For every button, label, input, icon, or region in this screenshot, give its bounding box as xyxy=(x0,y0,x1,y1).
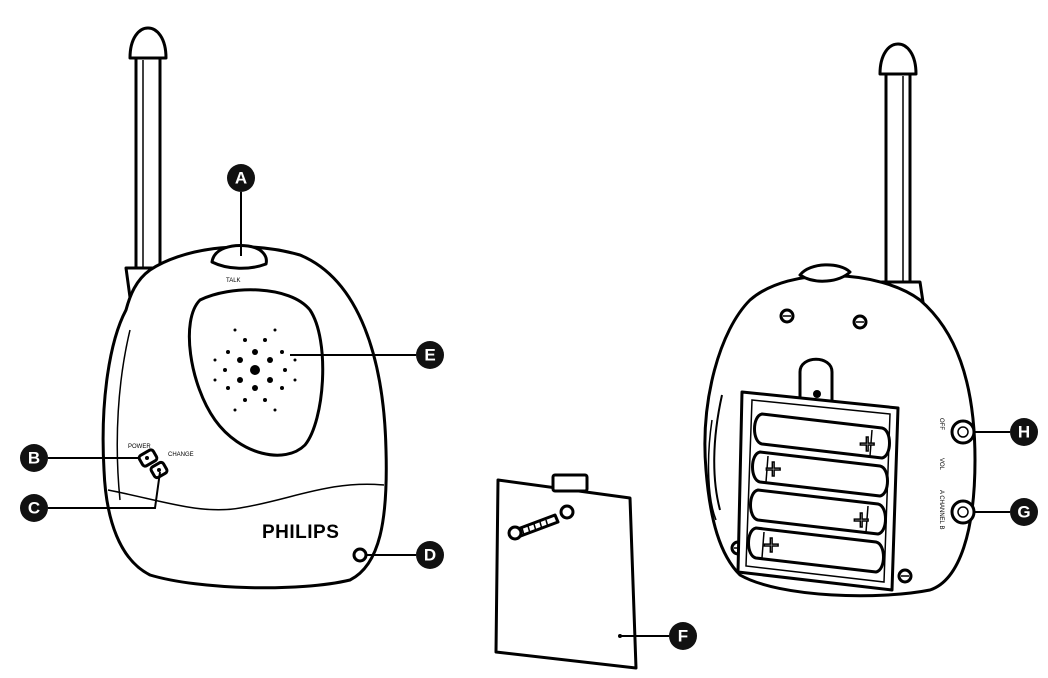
callout-g: G xyxy=(1010,498,1038,526)
back-antenna xyxy=(878,42,928,324)
batteries: + + + + xyxy=(747,412,891,574)
callout-c: C xyxy=(20,494,48,522)
back-unit: + + + + OFF xyxy=(703,42,977,598)
battery-2: + xyxy=(751,450,889,498)
power-label: POWER xyxy=(128,444,151,450)
front-unit: TALK POWER CHANGE P xyxy=(101,26,388,590)
back-top-tab xyxy=(798,263,852,283)
off-label: OFF xyxy=(938,418,944,430)
front-lower-band xyxy=(107,483,385,511)
leader-lines xyxy=(48,192,1010,637)
svg-text:A: A xyxy=(235,169,247,188)
svg-text:F: F xyxy=(678,627,688,646)
battery-hook xyxy=(798,357,834,407)
svg-text:+: + xyxy=(764,457,782,482)
svg-text:+: + xyxy=(858,432,876,457)
change-button[interactable] xyxy=(149,460,169,480)
battery-1: + xyxy=(753,412,891,460)
battery-4: + xyxy=(747,526,885,574)
svg-text:E: E xyxy=(424,346,435,365)
svg-text:B: B xyxy=(28,449,40,468)
svg-text:C: C xyxy=(28,499,40,518)
channel-label: A CHANNEL B xyxy=(938,490,944,529)
power-button[interactable] xyxy=(137,448,159,468)
callout-e: E xyxy=(416,341,444,369)
volume-switch[interactable] xyxy=(950,419,976,445)
talk-label: TALK xyxy=(226,278,241,284)
svg-text:H: H xyxy=(1018,423,1030,442)
vol-label: VOL xyxy=(938,458,944,471)
callout-a: A xyxy=(227,164,255,192)
svg-text:D: D xyxy=(424,546,436,565)
battery-cover xyxy=(494,473,638,670)
callout-b: B xyxy=(20,444,48,472)
callout-f: F xyxy=(669,622,697,650)
channel-switch[interactable] xyxy=(950,499,976,525)
svg-text:+: + xyxy=(762,533,780,558)
back-screws xyxy=(730,308,913,584)
svg-text:+: + xyxy=(852,508,870,533)
screw-icon xyxy=(507,513,560,541)
battery-3: + xyxy=(749,488,887,536)
change-label: CHANGE xyxy=(168,452,194,458)
talk-button[interactable] xyxy=(210,244,268,270)
callout-d: D xyxy=(416,541,444,569)
svg-text:G: G xyxy=(1017,503,1030,522)
screw-hole xyxy=(559,504,575,520)
indicator-light xyxy=(352,547,368,563)
speaker-grille xyxy=(213,328,297,412)
front-antenna xyxy=(124,26,178,314)
callout-h: H xyxy=(1010,418,1038,446)
brand-logo: PHILIPS xyxy=(262,522,339,543)
